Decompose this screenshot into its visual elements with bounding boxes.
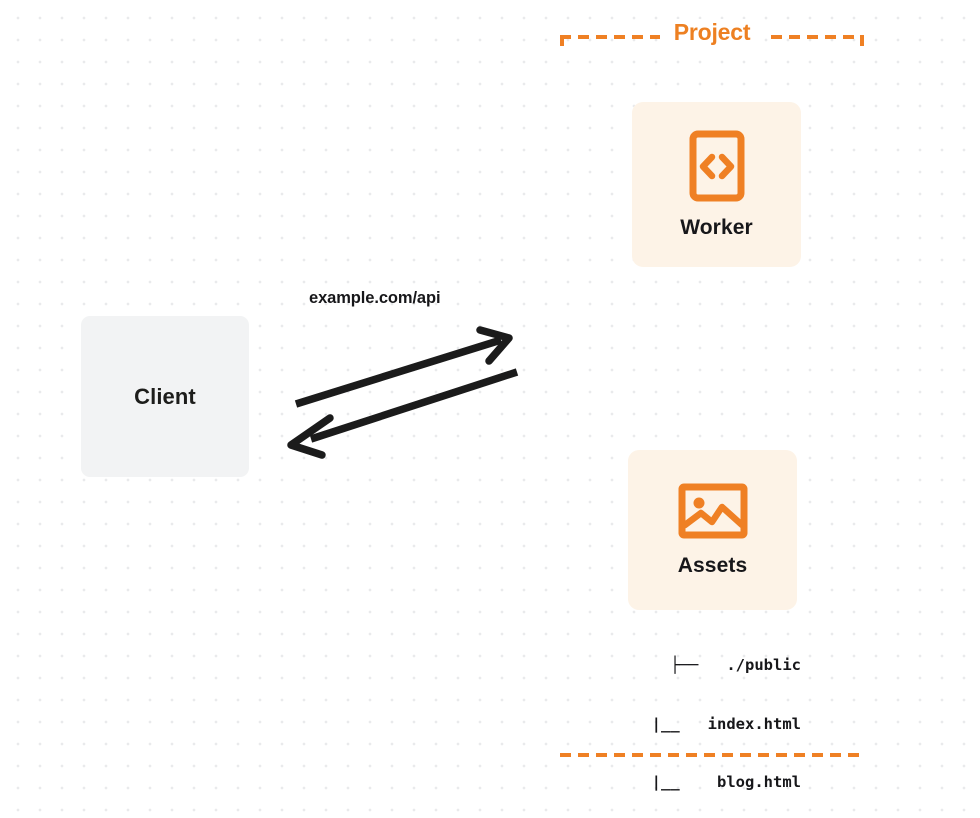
assets-node[interactable]: Assets xyxy=(628,450,797,610)
project-title: Project xyxy=(666,19,758,46)
file-tree-row: |__ index.html xyxy=(633,714,801,733)
project-border-left xyxy=(560,35,564,757)
project-border-top-right xyxy=(764,35,864,39)
request-arrow-line xyxy=(294,336,503,408)
project-border-bottom xyxy=(560,753,864,757)
client-label: Client xyxy=(134,383,196,409)
code-brackets-icon xyxy=(689,130,744,201)
response-arrow-head xyxy=(287,414,334,459)
request-arrow-head xyxy=(476,326,513,365)
assets-label: Assets xyxy=(677,554,748,577)
image-icon xyxy=(678,483,747,539)
assets-file-tree: ├── ./public |__ index.html |__ blog.htm… xyxy=(604,617,801,818)
file-tree-row: ├── ./public xyxy=(670,656,801,674)
response-arrow-line xyxy=(309,368,519,443)
project-container: Project xyxy=(560,19,864,757)
project-border-top-left xyxy=(560,35,660,39)
project-border-right xyxy=(860,35,864,757)
worker-label: Worker xyxy=(680,215,753,239)
client-node[interactable]: Client xyxy=(81,316,249,477)
file-tree-row: |__ blog.html xyxy=(633,773,801,791)
worker-node[interactable]: Worker xyxy=(632,102,801,267)
connection-label: example.com/api xyxy=(309,289,441,307)
